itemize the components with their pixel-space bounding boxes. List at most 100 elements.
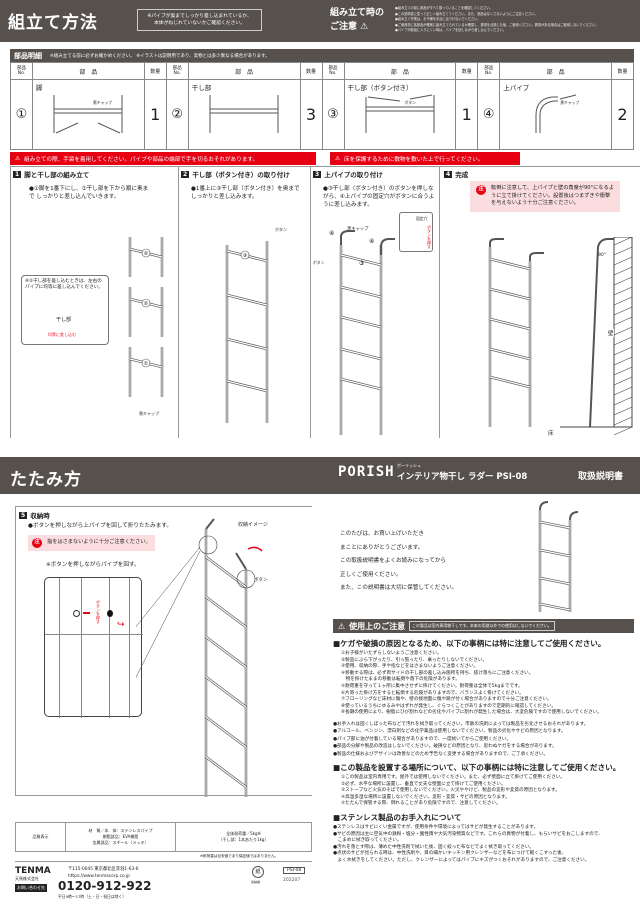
page-title: 組立て方法 xyxy=(8,13,98,33)
part-cell: 干し部 xyxy=(187,79,301,150)
part-callout: 黒キャップ xyxy=(93,100,112,105)
warning-icon: ⚠ xyxy=(335,155,341,162)
phone-number[interactable]: 0120-912-922 xyxy=(58,879,152,893)
finger-note-text: 指をはさまないように十分ご注意ください。 xyxy=(47,539,151,546)
section-heading: ■ステンレス製品のお手入れについて xyxy=(333,812,462,822)
col-part: 部 品 xyxy=(187,62,301,80)
note-line: 本体がねじれていないかご確認ください。 xyxy=(154,21,245,26)
part-number: ① xyxy=(10,79,33,150)
step-text: ●③干し部（ボタン付き）のボタンを押しながら、④上パイプの固定穴がボタンに合うよ… xyxy=(323,186,435,208)
intro-line: まことにありがとうございます。 xyxy=(340,544,424,551)
svg-text:④: ④ xyxy=(369,238,374,245)
hole-icon xyxy=(107,610,113,617)
hours: 平日9時～17時（土・日・祝日は除く） xyxy=(58,894,126,899)
folded-ladder-illustration xyxy=(136,518,263,797)
part-illustration xyxy=(48,94,128,141)
caution-title-2: ご注意 xyxy=(330,22,358,32)
caution-icon: 注 xyxy=(476,185,486,195)
caution-item: 物を掛けたままの移動は転倒や落下の危険があります。 xyxy=(341,677,460,683)
care-item: ●製品の仕様およびデザインは改善などのため予告なく変更する場合がありますので、ご… xyxy=(333,751,549,757)
ladder-parts-illustration: ②②① xyxy=(128,237,164,397)
company-url[interactable]: https://www.tenmacorp.co.jp xyxy=(68,874,130,879)
floor-label: 床 xyxy=(548,431,554,437)
care-item: ●パイプ部に油が付着している場合がありますので、一度拭いてからご使用ください。 xyxy=(333,736,512,742)
step-title: 脚と干し部の組み立て xyxy=(24,171,90,179)
caution-item: ●組み立ての前に部品がすべて揃っていることを確認してください。 xyxy=(395,6,493,10)
col-part: 部 品 xyxy=(343,62,457,80)
part-qty: 1 xyxy=(455,79,479,150)
brand-reading: ポーリッシュ xyxy=(397,463,421,468)
part-callout: 黒キャップ xyxy=(560,100,580,105)
step-title: 上パイプの取り付け xyxy=(324,171,383,179)
product-name: インテリア物干し ラダー PSI-08 xyxy=(397,472,528,482)
caution-item: ①お子様がいたずらしないようご注意ください。 xyxy=(341,651,442,656)
caution-item: ●ご使用前に各部品が確実に組み立てられているか確認し、異常を点検した後、ご使用く… xyxy=(395,22,599,27)
svg-text:④: ④ xyxy=(329,230,334,237)
col-qty: 数量 xyxy=(143,62,167,80)
step-title: 収納時 xyxy=(30,512,50,520)
caution-item: ●組み立て作業は、お子様を手近に近づけないでください。 xyxy=(395,17,481,22)
print-date: 202207 xyxy=(283,878,301,883)
location-item: ⑤たたんで保管する際、倒れることがあり危険ですので、注意してください。 xyxy=(341,801,501,807)
material-line: 材 質／本 体：ステンレスパイプ xyxy=(88,828,153,833)
ladder-illustration: ③ xyxy=(225,241,269,423)
col-no: 部品 No. xyxy=(321,62,345,80)
finger-note: 注指をはさまないように十分ご注意ください。 xyxy=(28,535,155,551)
col-qty: 数量 xyxy=(455,62,479,80)
company-name: 天馬株式会社 xyxy=(15,876,39,881)
material-line: 金属部品：スチール（メッキ） xyxy=(92,840,149,845)
stainless-item: ●ステンレスはサビにくい金属ですが、使用条件や環境によってはサビが発生することが… xyxy=(333,824,539,830)
button-label: ボタン xyxy=(313,260,325,265)
stainless-item: よく水拭きをしてください。ただし、クレンザーによってはパイプにキズがつくおそれが… xyxy=(333,857,590,863)
col-part: 部 品 xyxy=(32,62,145,80)
parts-note: ※組み立てる前に必ずお確かめください。 ※イラストは説明用であり、実物とは多少異… xyxy=(50,53,270,59)
completed-ladder-illustration xyxy=(488,237,633,436)
stainless-item: こまめに拭き取ってください。 xyxy=(333,838,402,844)
parts-title: 部品明細 xyxy=(14,51,42,60)
button-closeup: ボタンを押す ↪ xyxy=(44,577,143,718)
col-no: 部品 No. xyxy=(165,62,189,80)
rotate-arrow-icon: ↪ xyxy=(117,620,125,630)
button-label: ボタン xyxy=(275,227,287,232)
usage-title: 使用上のご注意 xyxy=(349,621,406,631)
install-note-text: 転倒に注意して、上パイプと壁の角度が90°になるように立て掛けてください。設置後… xyxy=(491,185,614,206)
caution-item: ④移動する際は、必ず両サイドの干し部の差し込み箇所を持ち、抜け落ちにご注意くださ… xyxy=(341,670,534,676)
part-cell: 脚黒キャップ xyxy=(32,79,145,150)
load-line: 全体耐荷重／5kg※ xyxy=(226,831,261,836)
intro-text: このたびは、お買い上げいただき まことにありがとうございます。 この取扱説明書を… xyxy=(340,528,457,596)
spec-material: 材 質／本 体：ステンレスパイプ樹脂部品：EVA樹脂金属部品：スチール（メッキ） xyxy=(65,822,176,852)
location-item: ②必ず、水平な場所に設置し、垂直で丈夫な壁面に立て掛けてご使用ください。 xyxy=(341,781,506,787)
caution-item: ●この説明書に従って正しく組み立ててください。また、部品はなくさないようにご注意… xyxy=(395,11,538,16)
angle-label: 90° xyxy=(598,253,606,258)
caution-title-1: 組み立て時の xyxy=(330,8,385,18)
contact-label: お問い合わせ先 xyxy=(15,884,47,892)
warning-icon: ⚠ xyxy=(15,155,21,162)
usage-body: ■ケガや破損の原因となるため、以下の事柄には特に注意してご使用ください。 ①お子… xyxy=(333,634,638,865)
caution-title: 組み立て時の ご注意 ⚠ xyxy=(330,6,384,34)
intro-line: このたびは、お買い上げいただき xyxy=(340,531,424,537)
part-name: 干し部 xyxy=(191,84,212,92)
part-illustration xyxy=(204,94,284,141)
intro-line: 正しくご使用ください。 xyxy=(340,571,402,578)
callout-box: ※②干し部を差し込むときは、左右のパイプに均等に差し込んでください。 干し部 均… xyxy=(21,275,109,345)
section-heading: ■この製品を設置する場所について、以下の事柄には特に注意してご使用ください。 xyxy=(333,762,621,772)
usage-header: ⚠ 使用上のご注意 この製品は室内専用物干しです。本来の用途以外での使用はしない… xyxy=(333,619,634,633)
caution-item: ⑤耐荷重を守って１ヶ所に集中させずに掛けてください。耐荷重は全体で5kgまでです… xyxy=(341,683,523,689)
pipe-note: ※パイプが奥までしっかり差し込まれているか、 本体がねじれていないかご確認くださ… xyxy=(137,9,262,31)
care-item: ●アルコール、ベンジン、漂白剤などの化学薬品は使用しないでください。製品の劣化や… xyxy=(333,729,566,735)
caution-item: ⑥片寄った掛け方をすると転倒する危険がありますので、バランスよく掛けてください。 xyxy=(341,690,524,696)
col-no: 部品 No. xyxy=(477,62,501,80)
callout-part-label: 干し部 xyxy=(56,317,72,323)
company-address: 〒115-0045 東京都北区赤羽1-63-6 xyxy=(68,867,139,872)
part-marker: ① xyxy=(144,361,149,367)
material-line: 樹脂部品：EVA樹脂 xyxy=(102,834,139,839)
intro-line: この取扱説明書をよくお読みになってから xyxy=(340,558,447,565)
spec-label: 品質表示 xyxy=(15,822,66,852)
step-number: 4 xyxy=(444,170,453,178)
caution-item: ③使用、収納の際、手や指などをはさまないようご注意ください。 xyxy=(341,664,479,670)
usage-subtitle: この製品は室内専用物干しです。本来の用途以外での使用はしないでください。 xyxy=(409,621,555,631)
